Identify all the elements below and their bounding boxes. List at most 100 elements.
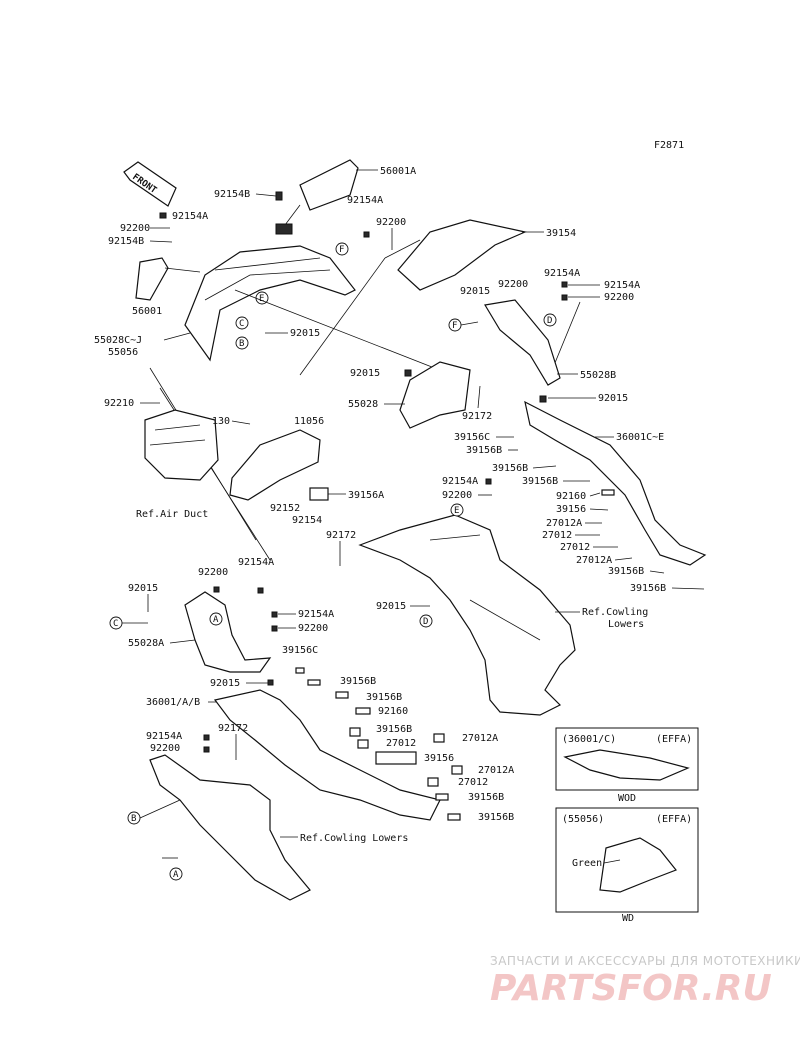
label-92200-c: 92200 [498, 279, 528, 290]
svg-text:F: F [339, 245, 344, 255]
label-39154: 39154 [546, 228, 576, 239]
mirror-left[interactable] [135, 257, 201, 301]
svg-text:D: D [423, 617, 428, 627]
label-39156B-j: 39156B [478, 812, 514, 823]
svg-text:E: E [454, 506, 459, 516]
label-92172-a: 92172 [462, 411, 492, 422]
mirror-right[interactable] [275, 159, 359, 235]
inset-wod: (36001/C) (EFFA) WOD [555, 727, 699, 804]
label-92154A-c: 92154A [544, 268, 580, 279]
svg-text:D: D [547, 316, 552, 326]
label-92172-c: 92172 [218, 723, 248, 734]
label-39156B-f: 39156B [340, 676, 376, 687]
label-39156B-h: 39156B [376, 724, 412, 735]
upper-cowl[interactable] [184, 245, 356, 362]
label-92015-g: 92015 [210, 678, 240, 689]
svg-text:B: B [131, 814, 136, 824]
inner-panel-center[interactable] [358, 514, 576, 716]
label-ref-cowling-a2: Lowers [608, 619, 644, 630]
label-92015-d: 92015 [598, 393, 628, 404]
label-55028A: 55028A [128, 638, 164, 649]
label-55028CJ: 55028C~J [94, 335, 142, 346]
label-27012A-c: 27012A [462, 733, 498, 744]
label-39156-b: 39156 [424, 753, 454, 764]
svg-text:E: E [259, 294, 264, 304]
label-27012A-d: 27012A [478, 765, 514, 776]
label-92154A-b: 92154A [347, 195, 383, 206]
ref-f-1: F [335, 242, 349, 256]
label-39156C-b: 39156C [282, 645, 318, 656]
label-92154A-g: 92154A [298, 609, 334, 620]
ref-a-2: A [169, 867, 183, 881]
label-92154B-b: 92154B [108, 236, 144, 247]
label-92154A-a: 92154A [172, 211, 208, 222]
svg-text:C: C [239, 319, 244, 329]
ref-f-2: F [448, 318, 462, 332]
label-92160-a: 92160 [556, 491, 586, 502]
label-39156B-d: 39156B [608, 566, 644, 577]
side-panel-36001C-E[interactable] [524, 400, 707, 566]
ref-d-2: D [419, 614, 433, 628]
label-56001A: 56001A [380, 166, 416, 177]
label-39156B-c: 39156B [522, 476, 558, 487]
svg-text:A: A [213, 615, 219, 625]
label-55056: 55056 [108, 347, 138, 358]
label-92154A-d: 92154A [604, 280, 640, 291]
label-92015-b: 92015 [460, 286, 490, 297]
ref-c-2: C [109, 616, 123, 630]
label-36001AB: 36001/A/B [146, 697, 200, 708]
svg-text:F: F [452, 321, 457, 331]
label-27012A-a: 27012A [546, 518, 582, 529]
label-36001CE: 36001C~E [616, 432, 664, 443]
label-ref-air-duct: Ref.Air Duct [136, 509, 208, 520]
inset-wd-part: (55056) [562, 814, 604, 825]
label-39156B-a: 39156B [466, 445, 502, 456]
lower-cowl-left[interactable] [149, 754, 311, 901]
label-92015-a: 92015 [290, 328, 320, 339]
label-92200-h: 92200 [150, 743, 180, 754]
label-39156B-g: 39156B [366, 692, 402, 703]
label-39156B-b: 39156B [492, 463, 528, 474]
label-92154A-e: 92154A [442, 476, 478, 487]
label-92015-f: 92015 [128, 583, 158, 594]
inset-wd-region: (EFFA) [656, 814, 692, 825]
label-56001: 56001 [132, 306, 162, 317]
label-39156A: 39156A [348, 490, 384, 501]
ref-b-1: B [235, 336, 249, 350]
ref-b-2: B [127, 811, 141, 825]
label-92200-e: 92200 [442, 490, 472, 501]
label-27012-c: 27012 [386, 738, 416, 749]
bracket-55028A[interactable] [184, 591, 272, 673]
label-92172-b: 92172 [326, 530, 356, 541]
side-panel-36001AB[interactable] [213, 689, 441, 821]
label-92015-c: 92015 [350, 368, 380, 379]
label-92154B-top: 92154B [214, 189, 250, 200]
svg-text:C: C [113, 619, 118, 629]
label-27012-a: 27012 [542, 530, 572, 541]
label-92154A-f: 92154A [238, 557, 274, 568]
bracket-11056[interactable] [229, 429, 321, 501]
label-ref-cowling-b: Ref.Cowling Lowers [300, 833, 408, 844]
label-55028B: 55028B [580, 370, 616, 381]
bracket-55028[interactable] [399, 361, 471, 429]
label-27012-d: 27012 [458, 777, 488, 788]
label-92200-a: 92200 [120, 223, 150, 234]
inset-wod-part: (36001/C) [562, 734, 616, 745]
bracket-55028B[interactable] [484, 299, 561, 386]
windscreen[interactable] [397, 219, 527, 291]
air-duct[interactable] [144, 409, 219, 481]
ref-e-2: E [450, 503, 464, 517]
label-39156C-a: 39156C [454, 432, 490, 443]
ref-a-1: A [209, 612, 223, 626]
inset-wd: (55056) (EFFA) Green WD [555, 807, 699, 924]
label-92154A-h: 92154A [146, 731, 182, 742]
inset-wd-color: Green [572, 858, 602, 869]
svg-text:B: B [239, 339, 244, 349]
inset-wod-region: (EFFA) [656, 734, 692, 745]
label-92154-a: 92154 [292, 515, 322, 526]
label-39156-a: 39156 [556, 504, 586, 515]
watermark-tagline: ЗАПЧАСТИ И АКСЕССУАРЫ ДЛЯ МОТОТЕХНИКИ [490, 954, 800, 968]
watermark-brand: PARTSFOR.RU [490, 968, 772, 1009]
label-ref-cowling-a: Ref.Cowling [582, 607, 648, 618]
